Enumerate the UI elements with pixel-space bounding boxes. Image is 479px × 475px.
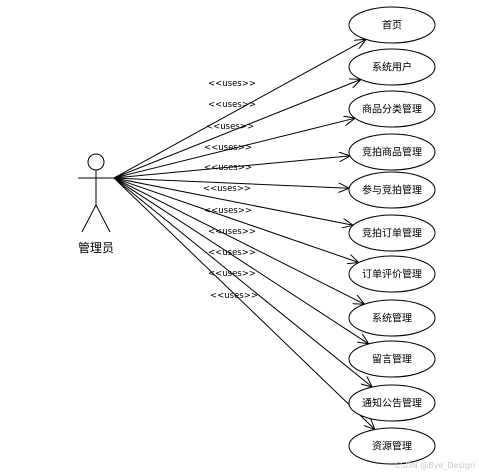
actor-head xyxy=(87,153,105,171)
use-case-list: 首页系统用户商品分类管理竞拍商品管理参与竞拍管理竞拍订单管理订单评价管理系统管理… xyxy=(348,6,436,465)
use-case-ellipse xyxy=(348,171,436,209)
actor-name: 管理员 xyxy=(78,240,114,255)
use-case: 留言管理 xyxy=(348,340,436,378)
use-case-ellipse xyxy=(348,427,436,465)
actor-left-leg xyxy=(81,204,97,233)
use-case: 竞拍订单管理 xyxy=(348,214,436,252)
use-case-label: 参与竞拍管理 xyxy=(362,184,422,197)
use-case: 系统用户 xyxy=(348,48,436,86)
use-case-label: 竞拍订单管理 xyxy=(362,227,422,240)
use-case-label: 首页 xyxy=(382,19,402,32)
actor: 管理员 xyxy=(78,153,114,255)
watermark: CSDN @Bye_Design xyxy=(395,461,475,470)
use-case-ellipse xyxy=(348,340,436,378)
use-case-label: 系统管理 xyxy=(372,312,412,325)
uses-label: <<uses>> xyxy=(208,100,256,110)
use-case-ellipse xyxy=(348,214,436,252)
association-arrow xyxy=(113,177,375,430)
uses-label: <<uses>> xyxy=(206,122,254,132)
use-case: 首页 xyxy=(348,6,436,44)
use-case-label: 订单评价管理 xyxy=(362,268,422,281)
association-arrow xyxy=(113,177,353,225)
use-case: 竞拍商品管理 xyxy=(348,133,436,171)
use-case-ellipse xyxy=(348,255,436,293)
use-case-label: 系统用户 xyxy=(372,61,412,74)
use-case-ellipse xyxy=(348,384,436,422)
uses-label: <<uses>> xyxy=(208,227,256,237)
use-case: 参与竞拍管理 xyxy=(348,171,436,209)
association-arrow xyxy=(113,177,359,263)
association-arrow xyxy=(113,156,350,179)
use-case: 资源管理 xyxy=(348,427,436,465)
association-arrow xyxy=(113,79,361,179)
association-arrow xyxy=(113,177,372,387)
uses-label: <<uses>> xyxy=(204,206,252,216)
use-case-ellipse xyxy=(348,6,436,44)
use-case-label: 资源管理 xyxy=(372,440,412,453)
association-arrow xyxy=(113,118,355,179)
uses-label: <<uses>> xyxy=(208,248,256,258)
use-case-ellipse xyxy=(348,48,436,86)
association-arrow xyxy=(113,177,349,188)
use-case-ellipse xyxy=(348,299,436,337)
use-case: 订单评价管理 xyxy=(348,255,436,293)
use-case-label: 竞拍商品管理 xyxy=(362,146,422,159)
uses-label: <<uses>> xyxy=(203,184,251,194)
uses-label: <<uses>> xyxy=(204,163,252,173)
uses-label: <<uses>> xyxy=(208,79,256,89)
association-arrow xyxy=(113,39,366,179)
use-case-ellipse xyxy=(348,90,436,128)
association-links: <<uses>> <<uses>> <<uses>> <<uses>> <<uses>>… xyxy=(113,39,375,430)
association-arrow xyxy=(113,177,369,344)
uses-label: <<uses>> xyxy=(210,291,258,301)
uses-label: <<uses>> xyxy=(208,269,256,279)
use-case-label: 留言管理 xyxy=(372,353,412,366)
use-case: 系统管理 xyxy=(348,299,436,337)
actor-right-leg xyxy=(95,204,111,233)
use-case-ellipse xyxy=(348,133,436,171)
use-case-label: 通知公告管理 xyxy=(362,397,422,410)
use-case: 商品分类管理 xyxy=(348,90,436,128)
uses-label: <<uses>> xyxy=(204,143,252,153)
use-case: 通知公告管理 xyxy=(348,384,436,422)
use-case-label: 商品分类管理 xyxy=(362,103,422,116)
association-arrow xyxy=(113,177,365,304)
